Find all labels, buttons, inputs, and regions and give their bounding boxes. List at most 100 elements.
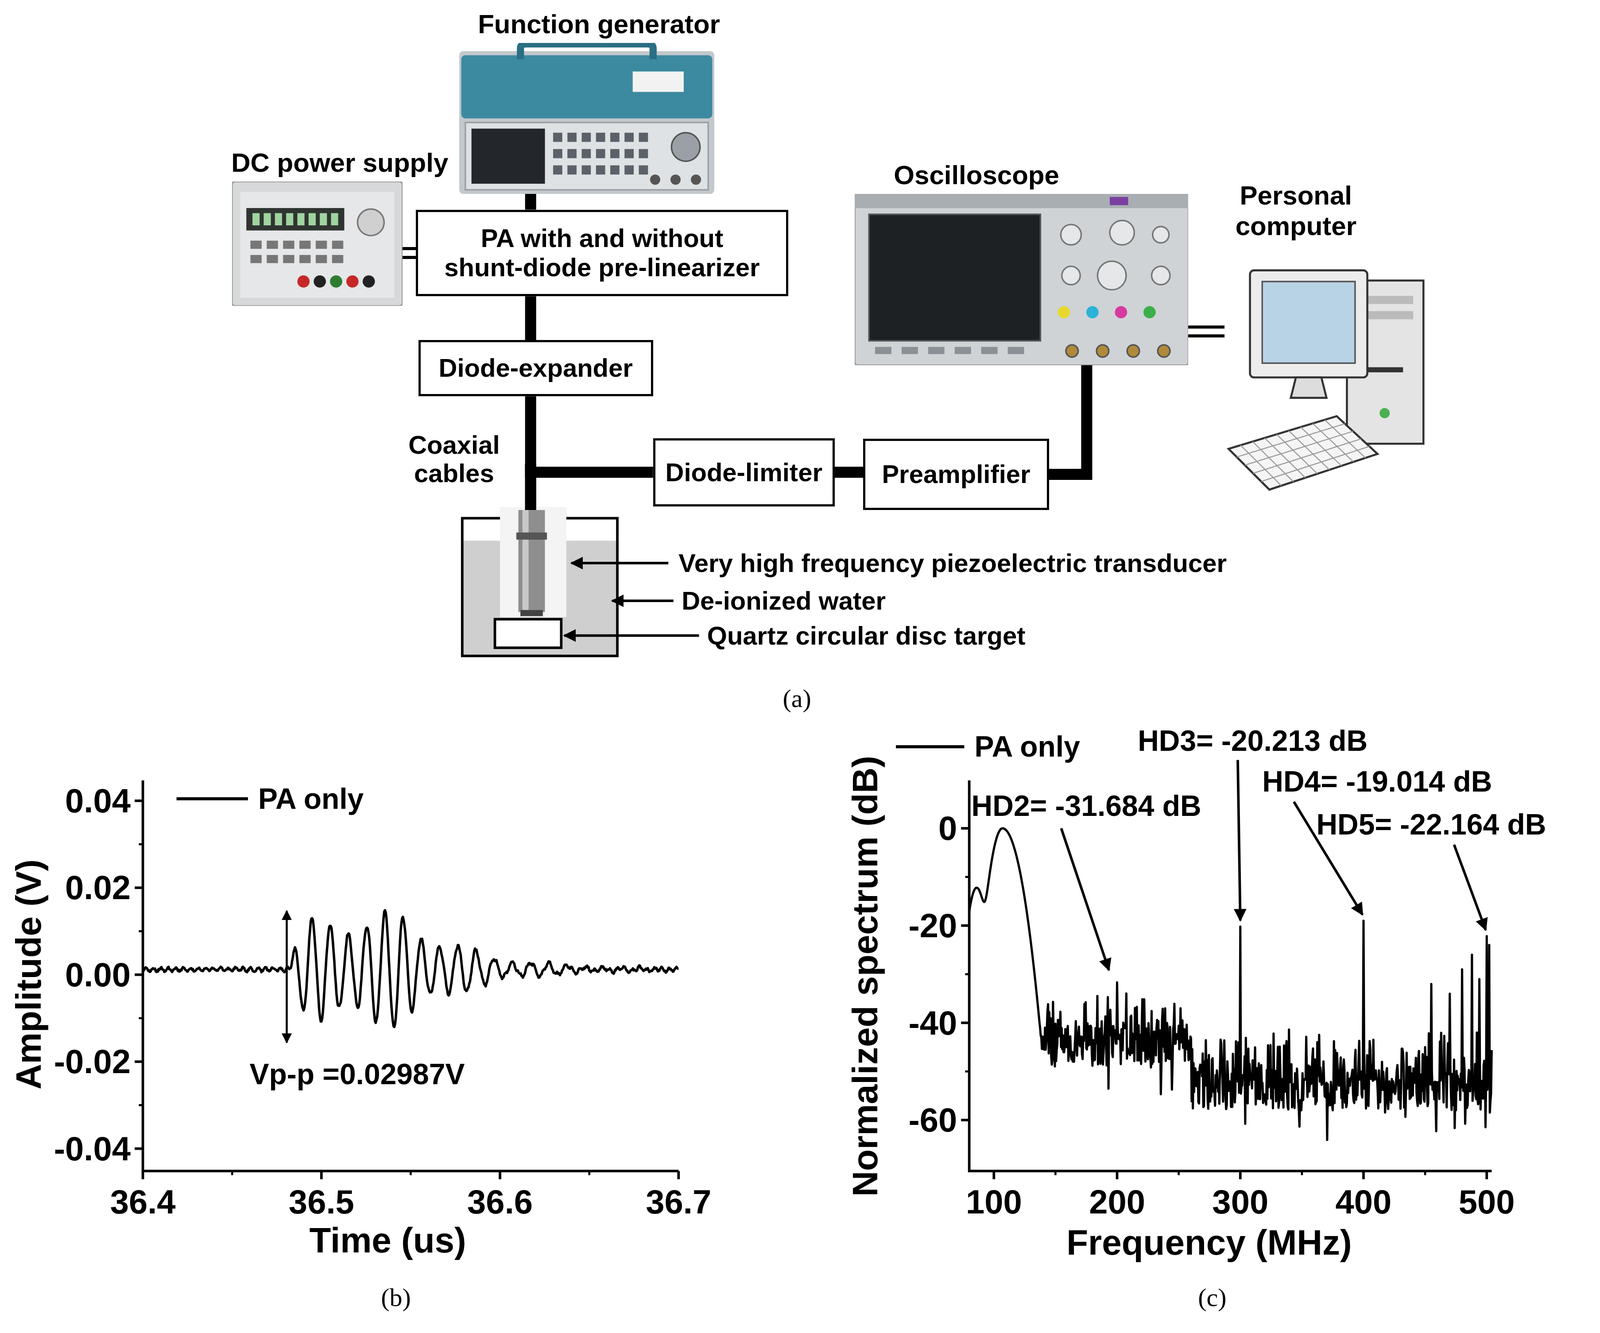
power-light bbox=[1379, 408, 1390, 419]
panel-label: (b) bbox=[380, 1283, 411, 1313]
cable-connector bbox=[525, 296, 537, 341]
tick-mark bbox=[1301, 1171, 1304, 1176]
tick-mark bbox=[138, 930, 143, 933]
instrument-button bbox=[638, 148, 648, 159]
axis-title: Frequency (MHz) bbox=[1066, 1223, 1353, 1263]
computer-monitor bbox=[1250, 270, 1368, 378]
instrument-button bbox=[610, 165, 620, 175]
probe-connector bbox=[1127, 344, 1140, 358]
tick-mark bbox=[1424, 1171, 1427, 1176]
tick-mark bbox=[134, 1147, 143, 1151]
heading-group: Oscilloscope bbox=[893, 159, 1059, 191]
transducer-tip bbox=[520, 610, 543, 617]
amplitude-arrow bbox=[285, 911, 288, 1043]
axis-line bbox=[143, 780, 679, 1172]
display-digit bbox=[275, 213, 283, 226]
tick-label: 36.6 bbox=[467, 1183, 533, 1221]
instrument-knob bbox=[671, 132, 701, 162]
box-text: Diode-limiter bbox=[665, 457, 823, 488]
tick-label: 400 bbox=[1335, 1183, 1392, 1221]
terminal bbox=[362, 275, 376, 288]
heading-group: DC power supply bbox=[231, 147, 449, 179]
cable-connector bbox=[834, 466, 864, 478]
heading-group: Personal computer bbox=[1224, 180, 1367, 242]
instrument-button bbox=[250, 240, 262, 249]
monitor-screen bbox=[1262, 281, 1356, 364]
legend-line-sample bbox=[176, 797, 248, 801]
instrument-logo bbox=[1109, 197, 1128, 206]
harmonic-annotation: HD2= -31.684 dB bbox=[971, 790, 1202, 823]
tick-label: 0 bbox=[938, 809, 957, 848]
annotation-arrow bbox=[1453, 844, 1486, 931]
tick-label: 36.4 bbox=[110, 1183, 176, 1221]
instrument-screen bbox=[868, 214, 1041, 341]
axis-title: Normalized spectrum (dB) bbox=[845, 755, 885, 1198]
instrument-button bbox=[315, 255, 327, 264]
instrument-body bbox=[854, 193, 1189, 366]
tick-label: -0.02 bbox=[54, 1043, 131, 1081]
tick-mark bbox=[409, 1171, 412, 1176]
instrument-button bbox=[250, 255, 262, 264]
keyboard-column bbox=[1252, 441, 1294, 482]
keyboard-column bbox=[1240, 445, 1282, 486]
tick-mark bbox=[141, 1171, 145, 1180]
drive-slot bbox=[1367, 367, 1404, 373]
legend-text: PA only bbox=[258, 782, 364, 816]
terminal bbox=[297, 275, 310, 288]
preamplifier-box: Preamplifier bbox=[863, 438, 1049, 511]
instrument-button bbox=[610, 148, 620, 159]
instrument-connector bbox=[650, 174, 661, 185]
tick-mark bbox=[1239, 1171, 1242, 1180]
tick-mark bbox=[960, 924, 969, 928]
tick-label: 500 bbox=[1458, 1183, 1515, 1221]
instrument-button bbox=[315, 240, 327, 249]
instrument-button bbox=[332, 255, 344, 264]
instrument-display bbox=[246, 208, 345, 231]
legend-line-sample bbox=[895, 745, 965, 749]
instrument-button bbox=[901, 346, 919, 354]
keyboard-row bbox=[1261, 446, 1370, 482]
tick-label: -20 bbox=[908, 907, 958, 945]
transducer-photo-ground bbox=[499, 507, 567, 618]
photo-drawing bbox=[854, 193, 1189, 366]
instrument-knob bbox=[1060, 224, 1081, 245]
tick-mark bbox=[677, 1171, 680, 1180]
harmonic-annotation: HD4= -19.014 dB bbox=[1262, 765, 1492, 799]
display-digit bbox=[263, 213, 272, 226]
tick-mark bbox=[992, 1171, 996, 1180]
harmonic-annotation: HD3= -20.213 dB bbox=[1137, 724, 1368, 758]
annotation: Vp-p =0.02987V bbox=[249, 1058, 465, 1091]
tick-mark bbox=[138, 843, 143, 846]
leader-arrow bbox=[564, 634, 699, 638]
display-digit bbox=[252, 213, 260, 226]
instrument-button bbox=[553, 132, 563, 143]
tick-mark bbox=[1485, 1171, 1488, 1180]
instrument-knob bbox=[1151, 266, 1170, 285]
waveform bbox=[143, 910, 679, 1028]
transducer-band bbox=[516, 532, 547, 540]
instrument-knob bbox=[357, 209, 385, 236]
transducer-highlight bbox=[522, 510, 529, 613]
photo-drawing bbox=[232, 181, 403, 307]
keyboard-column bbox=[1288, 430, 1330, 470]
part-label: Very high frequency piezoelectric transd… bbox=[678, 549, 1227, 578]
chart-axes bbox=[134, 780, 679, 1180]
instrument-button bbox=[610, 132, 620, 143]
part-label: De-ionized water bbox=[681, 586, 886, 616]
tick-mark bbox=[960, 1021, 969, 1025]
tick-mark bbox=[134, 1060, 143, 1064]
display-digit bbox=[331, 213, 339, 226]
instrument-body bbox=[459, 50, 715, 194]
instrument-case bbox=[461, 54, 713, 119]
dc-power-supply-photo: DC power supply bbox=[232, 181, 403, 307]
box-text: PA with and without shunt-diode pre-line… bbox=[440, 223, 764, 283]
heading-group: Function generator bbox=[477, 8, 721, 40]
probe-connector bbox=[1065, 344, 1079, 358]
instrument-knob bbox=[1109, 220, 1135, 245]
tick-label: -40 bbox=[908, 1004, 958, 1043]
annotation-arrow bbox=[1061, 828, 1109, 971]
instrument-heading: DC power supply bbox=[231, 147, 449, 179]
keyboard-column bbox=[1324, 419, 1366, 458]
tick-mark bbox=[1054, 1171, 1057, 1176]
instrument-sticker bbox=[632, 71, 684, 92]
